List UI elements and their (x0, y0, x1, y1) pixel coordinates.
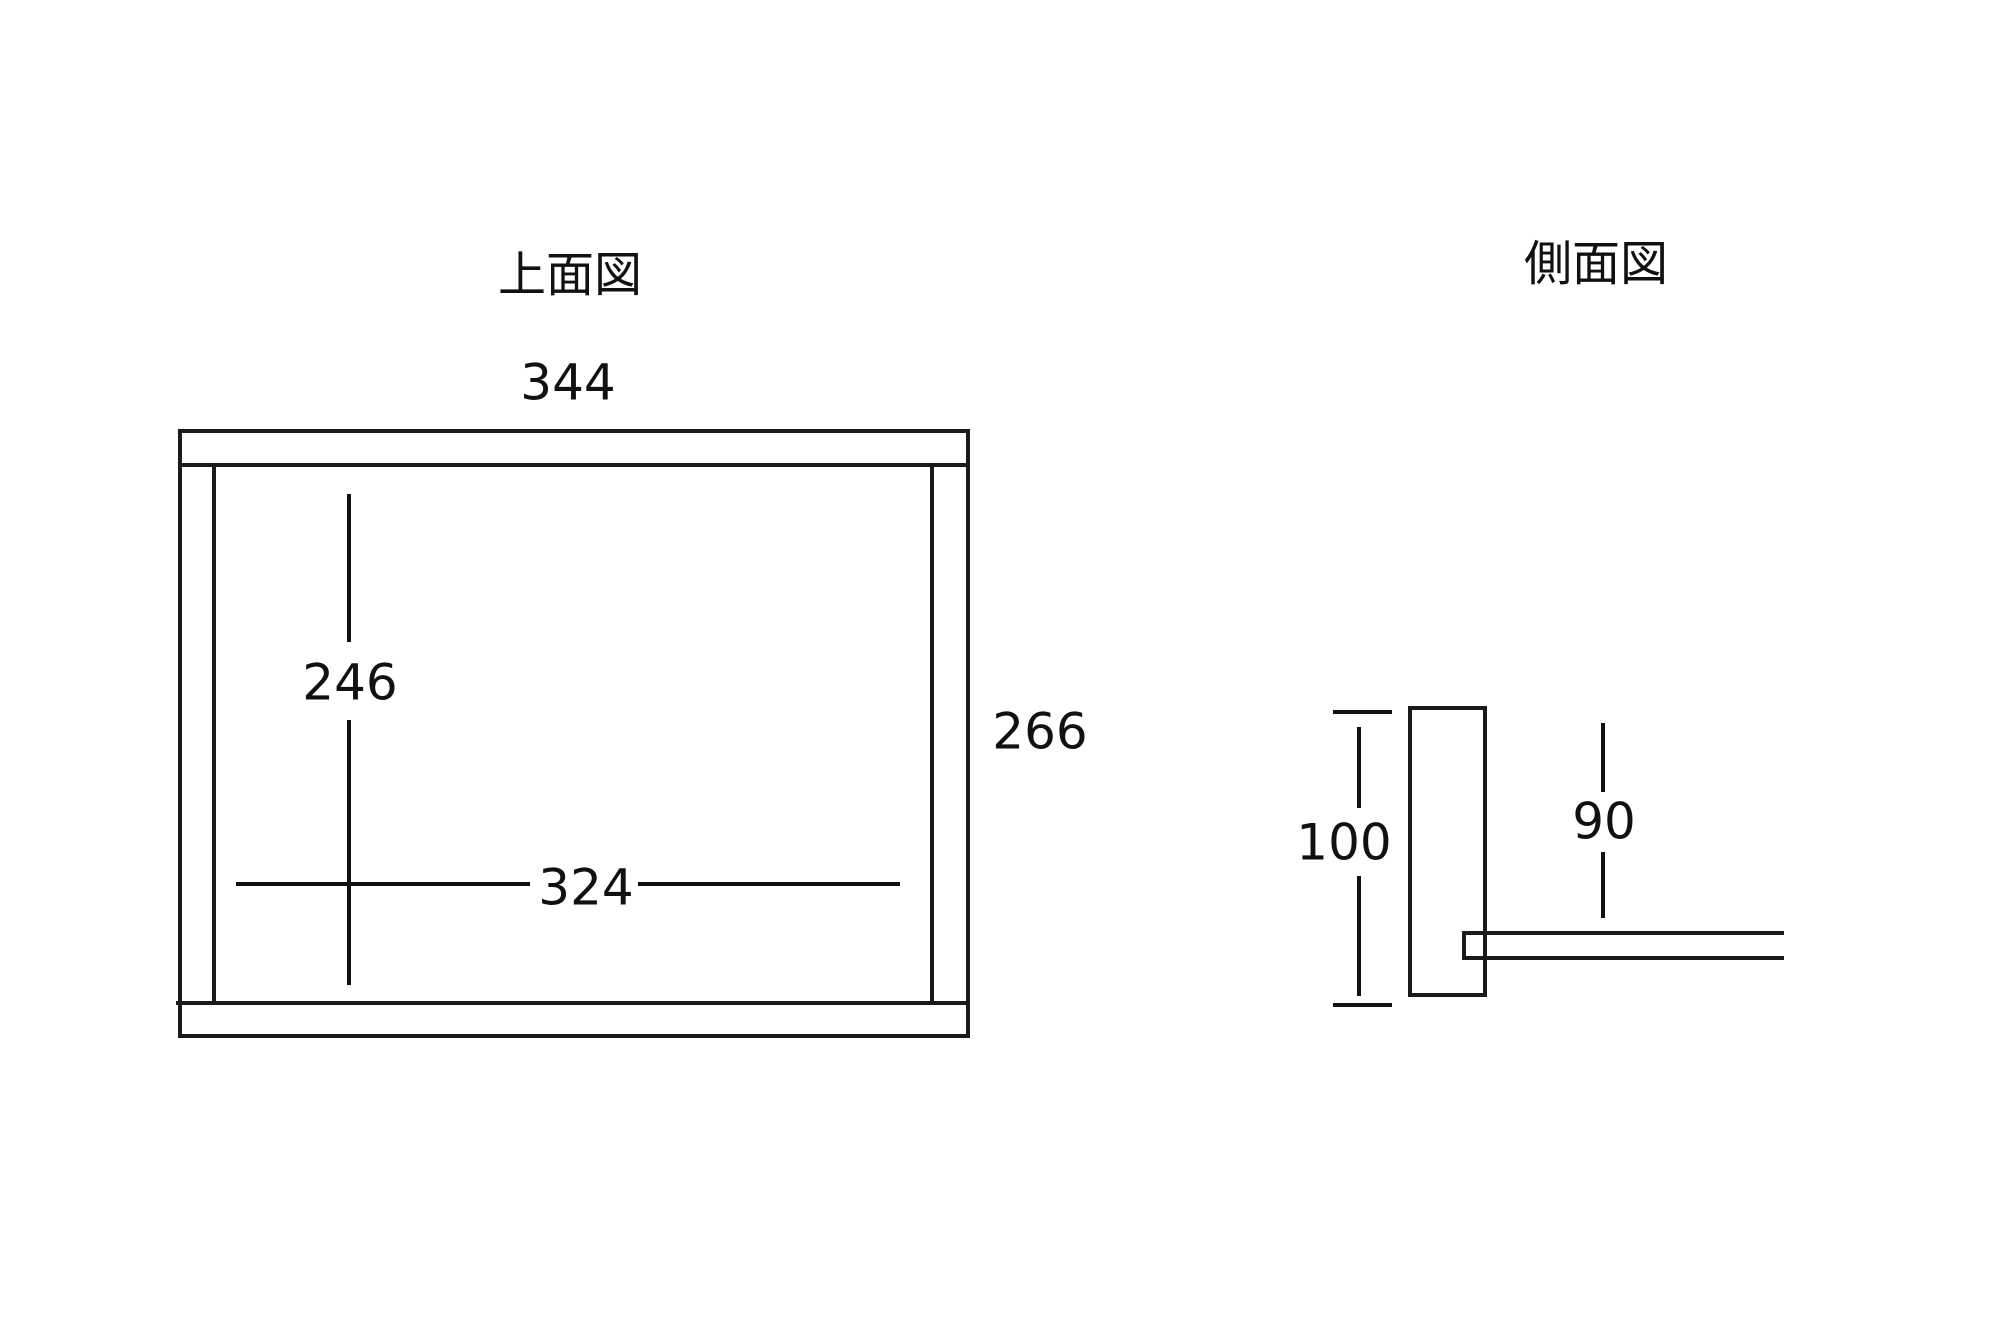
top-view-title: 上面図 (498, 247, 642, 303)
side-view: 側面図 100 90 (1296, 236, 1784, 1007)
outer-depth-label: 266 (992, 703, 1087, 761)
top-view: 上面図 344 246 324 266 (176, 247, 1088, 1038)
outer-width-label: 344 (520, 354, 615, 412)
inner-width-label: 324 (538, 859, 633, 917)
inner-depth-label: 246 (302, 654, 397, 712)
thickness-label: 90 (1572, 793, 1636, 851)
side-board (1408, 706, 1487, 997)
side-view-title: 側面図 (1524, 236, 1668, 292)
frame-outer-outline (178, 429, 970, 1038)
bottom-plate (1462, 931, 1784, 960)
height-label: 100 (1296, 814, 1391, 872)
